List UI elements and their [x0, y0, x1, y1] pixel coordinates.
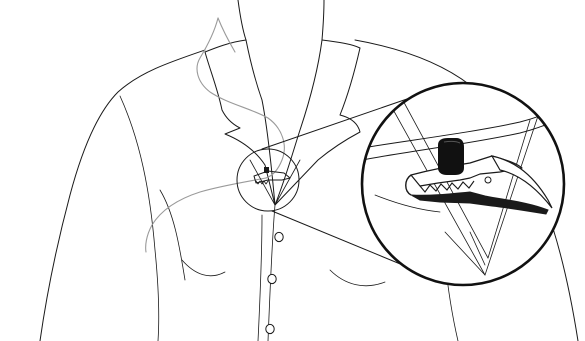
shirt-buttons: [265, 231, 284, 335]
clip-lever: [490, 155, 553, 209]
left-armhole-seam: [119, 95, 160, 341]
clip-nose: [405, 174, 412, 196]
magnifier-border: [360, 81, 566, 287]
shirt-button-1: [274, 231, 284, 243]
clip-lower-jaw: [410, 191, 549, 215]
clip-upper-teeth: [419, 180, 475, 193]
mini-clip-body: [253, 170, 291, 184]
mag-fold-2: [444, 231, 486, 276]
bust-line-right: [329, 269, 386, 287]
mini-mic-head: [264, 167, 269, 173]
connector-bottom: [271, 210, 411, 269]
right-collar-inner: [274, 39, 323, 206]
mic-capsule-highlight: [443, 140, 461, 144]
mag-fold-1: [374, 194, 441, 213]
left-collar-lapel: [204, 39, 276, 206]
mini-clip-teeth: [255, 180, 269, 185]
button-placket-edge: [257, 214, 263, 341]
magnifier-fill: [362, 83, 564, 285]
connector-top: [261, 98, 408, 150]
microphone-cable: [145, 17, 285, 253]
collar: [204, 0, 361, 341]
cable-down-front: [145, 177, 267, 253]
right-collar-lapel: [274, 39, 361, 206]
callout-connectors: [261, 98, 411, 269]
mag-fold-3: [469, 231, 486, 266]
left-collar-inner: [245, 39, 276, 206]
left-shoulder-line: [39, 49, 206, 341]
cable-neck-back: [217, 17, 236, 53]
button-placket: [267, 204, 276, 341]
bust-line-left: [181, 259, 226, 277]
mic-capsule-body: [438, 138, 464, 175]
mag-collar-right: [484, 94, 546, 276]
alligator-clip: [405, 155, 553, 215]
microphone-capsule: [438, 138, 464, 175]
mag-collar-left: [384, 94, 486, 276]
mag-collar-right-2: [487, 119, 531, 259]
clip-pivot-hole: [484, 176, 492, 184]
neck-left: [237, 0, 247, 41]
mini-collar-lines: [249, 159, 301, 206]
neck-right: [321, 0, 325, 41]
left-side-seam: [159, 189, 186, 281]
magnified-detail: [360, 81, 566, 287]
shirt-button-2: [267, 273, 277, 285]
shirt-button-3: [265, 323, 275, 335]
cable-around-neck: [196, 17, 285, 179]
detail-callout-small: [236, 148, 301, 212]
detail-circle-small: [236, 148, 300, 212]
